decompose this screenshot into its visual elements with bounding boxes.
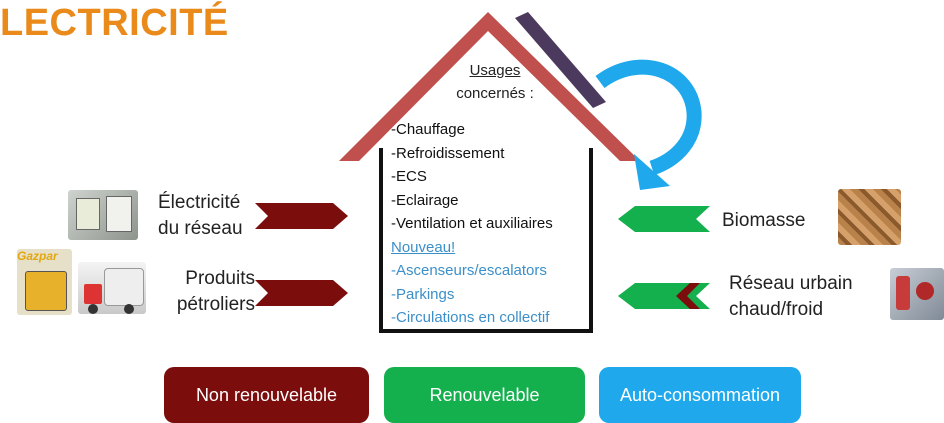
new-usage-item: -Ascenseurs/escalators (391, 262, 547, 279)
pump-icon (896, 276, 910, 310)
arrow-biomasse (618, 206, 710, 232)
new-usage-item: -Circulations en collectif (391, 309, 550, 326)
pump-photo (890, 268, 944, 320)
arrow-electricite-reseau (255, 203, 348, 229)
arrow-produits-petroliers (255, 280, 348, 306)
usage-item: -Eclairage (391, 191, 459, 209)
source-label-line2: pétroliers (176, 294, 255, 315)
source-label-line1: Biomasse (722, 210, 806, 231)
usage-item: -ECS (391, 168, 427, 185)
source-label-line2: du réseau (158, 218, 243, 239)
legend-auto-consommation: Auto-consommation (599, 367, 801, 423)
new-usage-item: -Parkings (391, 285, 455, 303)
usage-item: -Ventilation et auxiliaires (391, 215, 553, 232)
source-reseau-urbain: Réseau urbain du réseau chaud/froid (729, 271, 859, 323)
self-consumption-arrowhead (634, 154, 670, 190)
gazpar-logo: Gazpar (17, 249, 58, 263)
meter-icon (76, 198, 100, 230)
usages-list: -Chauffage -Refroidissement -ECS -Eclair… (391, 118, 581, 330)
legend-label: Auto-consommation (619, 384, 781, 405)
page-title: LECTRICITÉ (0, 2, 229, 44)
truck-tank-icon (104, 268, 144, 306)
new-label: Nouveau! (391, 238, 456, 256)
pump-icon (916, 282, 934, 300)
roof (339, 12, 640, 161)
house-walls (379, 148, 593, 333)
usage-item: -Chauffage (391, 121, 465, 138)
usages-title-line2: concernés : (456, 85, 534, 102)
gas-meter-photo: Gazpar (17, 249, 72, 315)
usages-title-line1: Usages (469, 62, 521, 79)
gas-meter-icon (25, 271, 67, 311)
source-label-line1: Produits (185, 268, 255, 289)
source-produits-petroliers: Produits pétroliers (160, 266, 255, 318)
wheel-icon (124, 304, 134, 314)
arrow-reseau-urbain (618, 283, 710, 309)
self-consumption-arrow (595, 59, 702, 176)
usage-item: -Refroidissement (391, 144, 505, 162)
source-label-line1: Réseau urbain (729, 273, 853, 294)
usages-title: Usages concernés : (430, 59, 560, 105)
meter-icon (106, 196, 132, 232)
firewood-photo (838, 189, 901, 245)
arrow-reseau-urbain-overlay (676, 283, 700, 309)
legend-label: Non renouvelable (195, 384, 338, 405)
fuel-truck-photo (78, 262, 146, 314)
legend-renouvelable: Renouvelable (384, 367, 585, 423)
source-label-line2: chaud/froid (729, 299, 824, 320)
chimney (515, 12, 606, 108)
truck-cab-icon (84, 284, 102, 304)
source-biomasse: Biomasse (722, 208, 832, 234)
electric-meter-photo (68, 190, 138, 240)
source-label-line1: Électricité (158, 192, 241, 213)
legend-label: Renouvelable (429, 384, 540, 405)
legend-non-renouvelable: Non renouvelable (164, 367, 369, 423)
wheel-icon (88, 304, 98, 314)
source-electricite-reseau: Électricité du réseau (158, 190, 253, 242)
